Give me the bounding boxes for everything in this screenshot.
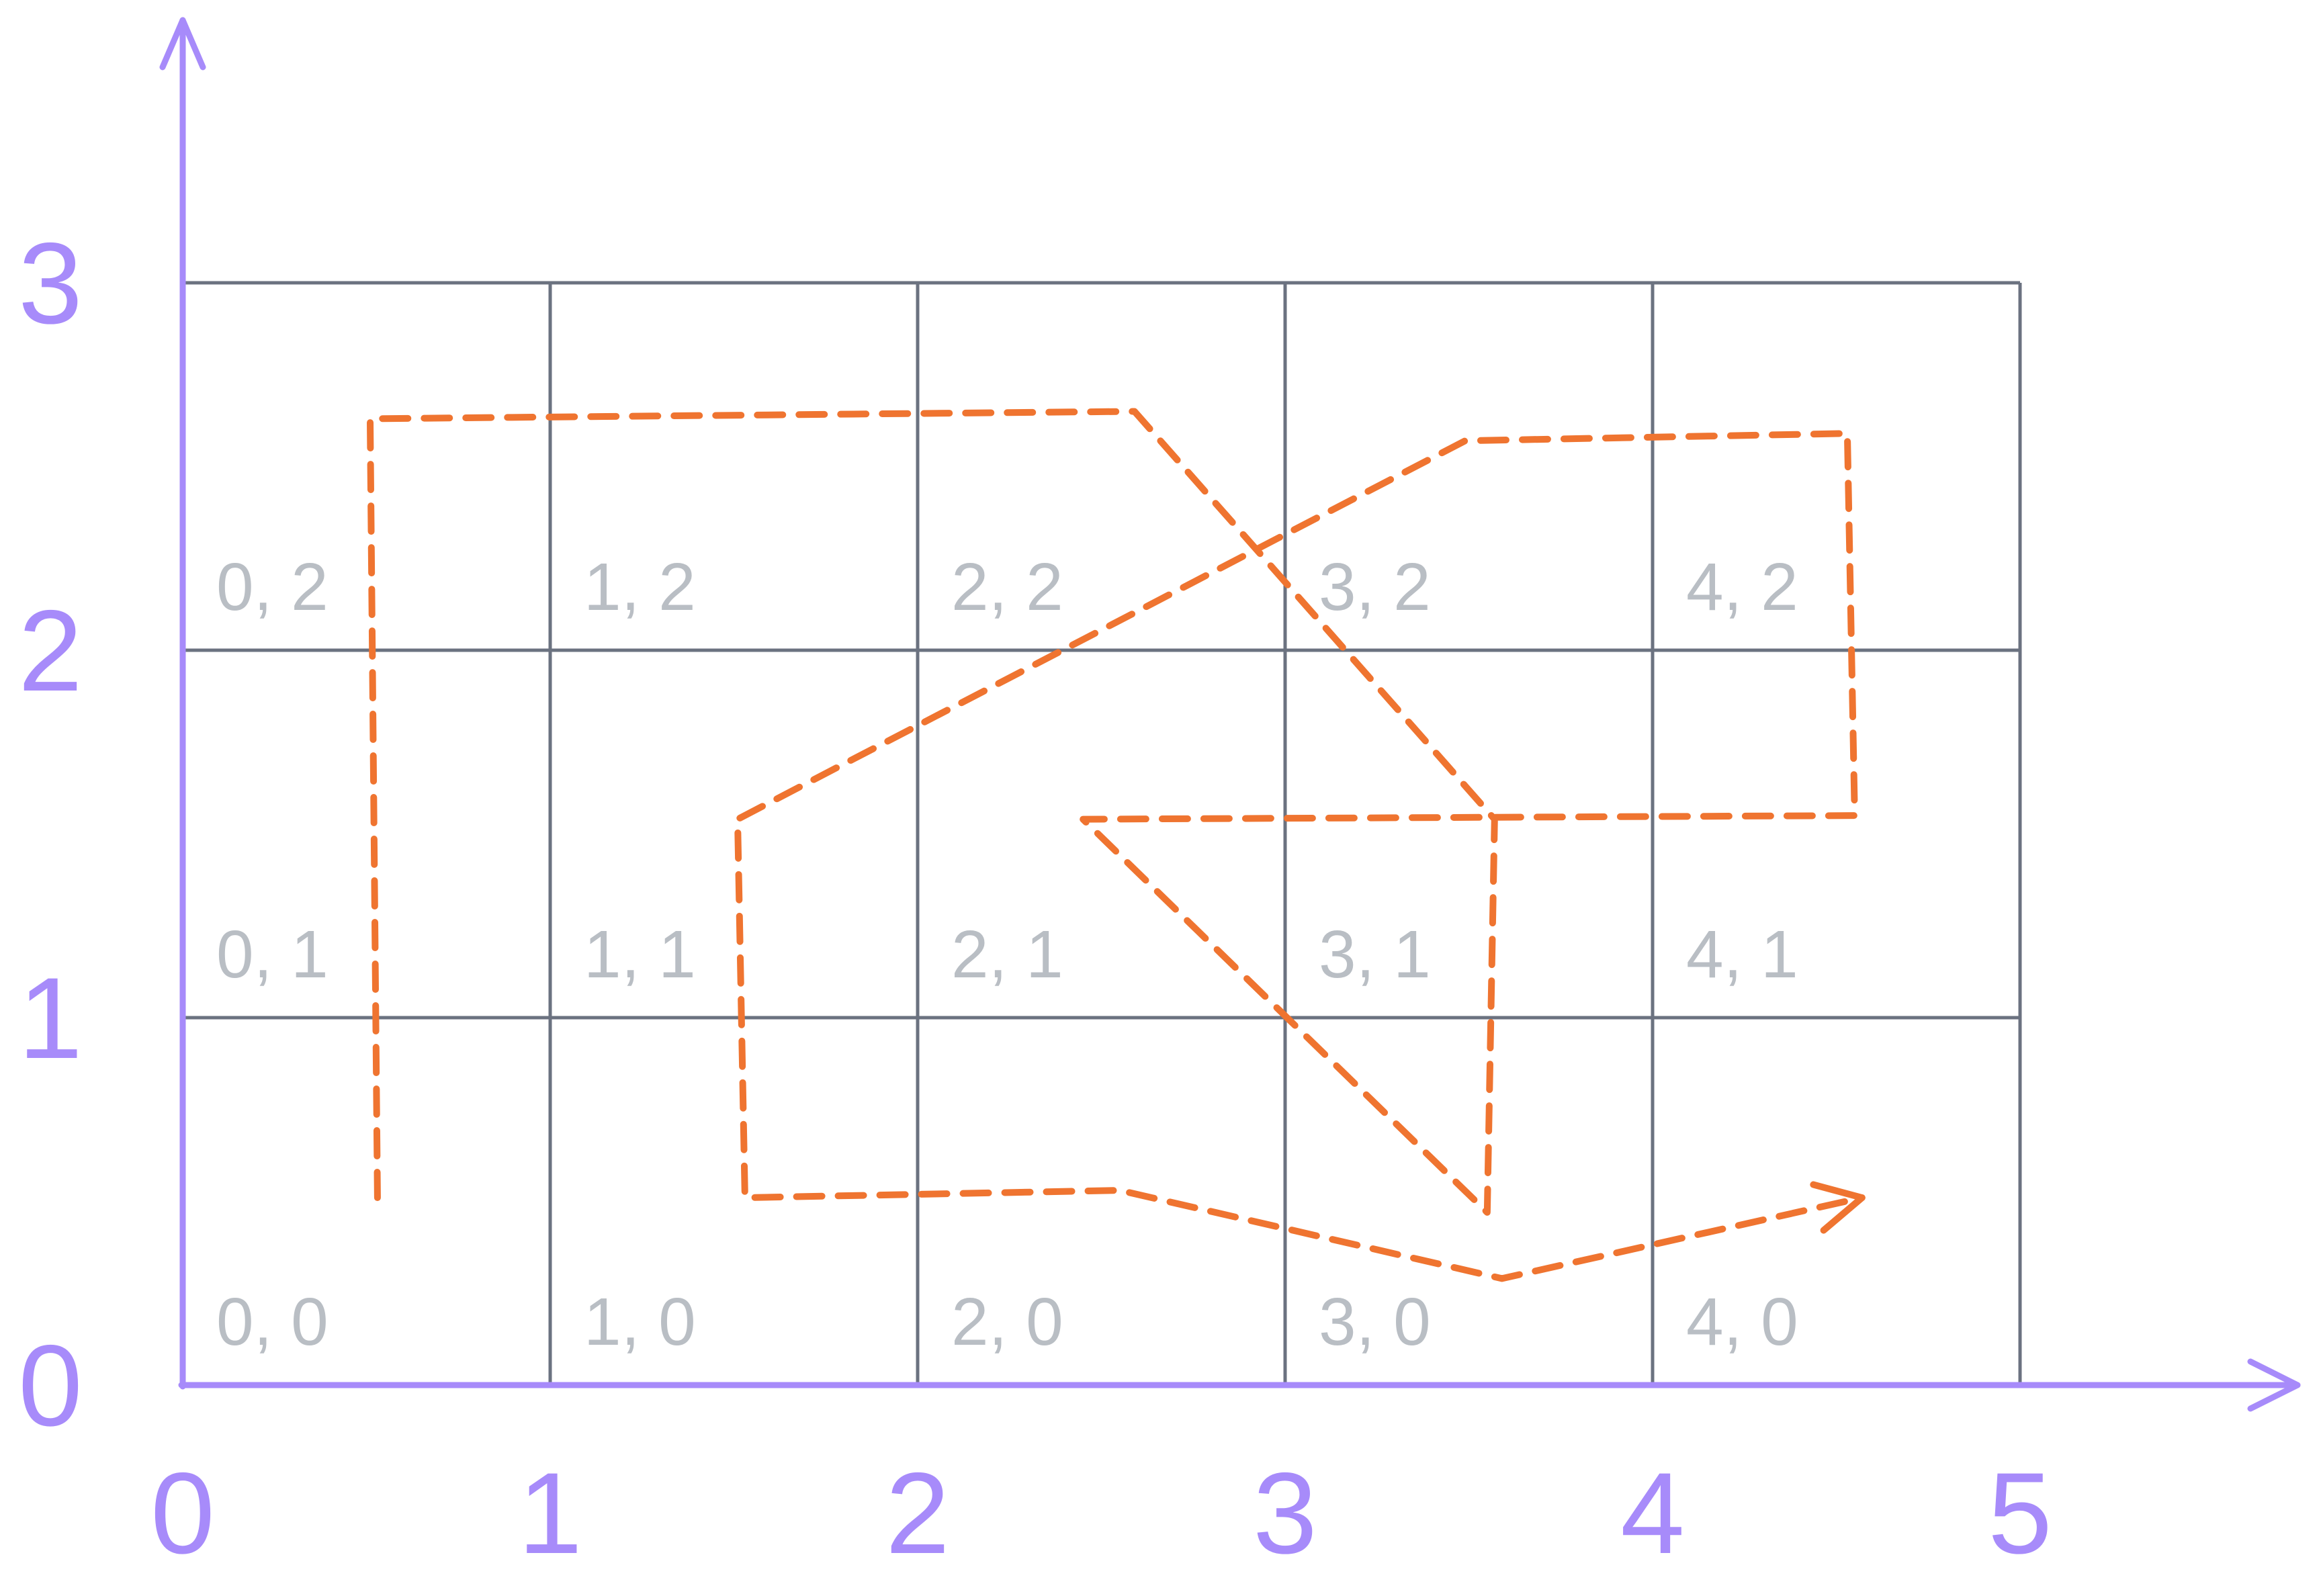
y-tick-label: 3 <box>18 219 83 348</box>
x-tick-label: 1 <box>518 1449 582 1578</box>
cell-label: 2, 0 <box>951 1284 1063 1360</box>
cell-label: 1, 0 <box>584 1284 696 1360</box>
x-tick-label: 5 <box>1988 1449 2052 1578</box>
cell-label: 4, 1 <box>1686 917 1798 992</box>
cell-label: 3, 1 <box>1319 917 1431 992</box>
x-tick-label: 4 <box>1620 1449 1685 1578</box>
y-tick-label: 0 <box>18 1321 83 1450</box>
cell-label: 4, 2 <box>1686 549 1798 625</box>
cell-label: 3, 0 <box>1319 1284 1431 1360</box>
dashed-route-line <box>366 408 1866 1282</box>
x-axis-arrowhead <box>2247 1358 2301 1412</box>
cell-label: 2, 1 <box>951 917 1063 992</box>
cell-label: 4, 0 <box>1686 1284 1798 1360</box>
cell-label: 1, 1 <box>584 917 696 992</box>
cell-label: 0, 1 <box>216 917 329 992</box>
x-tick-label: 0 <box>150 1449 215 1578</box>
cell-labels: 0, 0 1, 0 2, 0 3, 0 4, 0 0, 1 1, 1 2, 1 3, 1 4, 1… <box>216 549 1798 1360</box>
cell-label: 2, 2 <box>951 549 1063 625</box>
y-axis-arrowhead <box>159 17 206 71</box>
y-tick-label: 1 <box>18 954 83 1083</box>
axes: 0 1 2 3 4 5 0 1 2 3 <box>18 17 2301 1578</box>
x-tick-label: 2 <box>885 1449 950 1578</box>
cell-label: 3, 2 <box>1319 549 1431 625</box>
y-tick-label: 2 <box>18 586 83 715</box>
cell-label: 1, 2 <box>584 549 696 625</box>
cell-label: 0, 2 <box>216 549 329 625</box>
dashed-path <box>366 408 1866 1282</box>
x-tick-label: 3 <box>1253 1449 1317 1578</box>
route-arrowhead <box>1810 1181 1866 1234</box>
cell-label: 0, 0 <box>216 1284 329 1360</box>
